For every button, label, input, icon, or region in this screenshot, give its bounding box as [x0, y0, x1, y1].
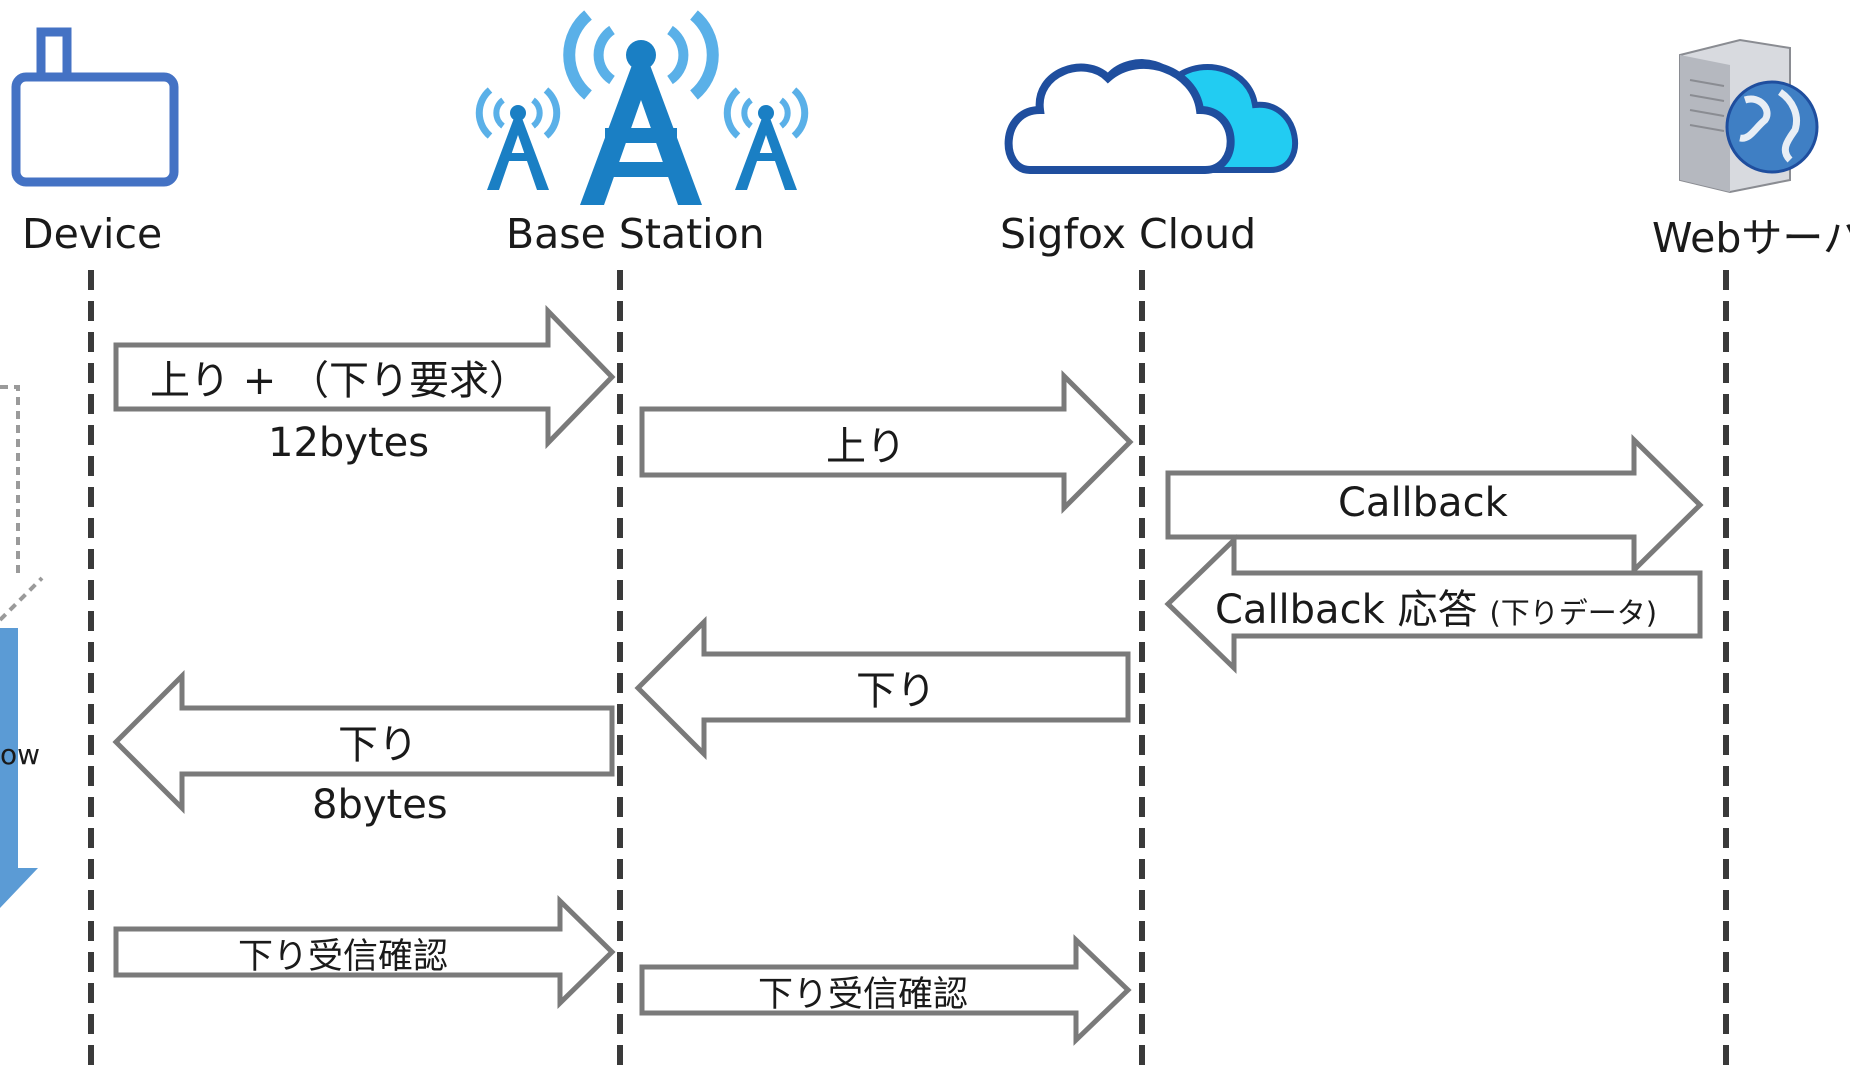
device-icon: [11, 27, 179, 187]
callback-arrow: [1165, 434, 1704, 576]
cloud-icon: [1004, 59, 1298, 174]
flow-indicator: [0, 385, 44, 908]
ack-device-label: 下り受信確認: [238, 937, 449, 977]
base-station-tower-icon: [475, 10, 809, 205]
uplink-request-label: 上り + （下り要求）: [150, 358, 529, 404]
ack-station-arrow: [639, 934, 1132, 1046]
side-note-text: ow: [0, 738, 41, 771]
callback-response-text: Callback 応答 (下りデータ): [1215, 577, 1657, 635]
base-station-label: Base Station: [506, 210, 765, 258]
uplink-relay-label: 上り: [826, 424, 906, 470]
downlink-device-arrow: [112, 669, 615, 815]
downlink-device-size: 8bytes: [312, 782, 448, 828]
web-server-icon: [1679, 38, 1819, 194]
sigfox-cloud-label: Sigfox Cloud: [1000, 210, 1257, 258]
device-label: Device: [22, 210, 163, 258]
callback-label: Callback: [1338, 480, 1508, 526]
callback-response-sub: (下りデータ): [1489, 596, 1658, 630]
downlink-cloud-label: 下り: [856, 668, 936, 714]
callback-response-arrow: [1164, 534, 1703, 674]
ack-device-arrow: [113, 895, 616, 1009]
uplink-request-size: 12bytes: [268, 420, 430, 466]
ack-station-label: 下り受信確認: [758, 975, 969, 1015]
lifelines: [88, 270, 1729, 1076]
uplink-request-arrow: [113, 304, 616, 450]
web-server-label: Webサーバ: [1652, 214, 1850, 262]
downlink-cloud-arrow: [634, 615, 1131, 761]
callback-response-label: Callback 応答: [1215, 587, 1478, 633]
uplink-relay-arrow: [639, 369, 1134, 515]
downlink-device-label: 下り: [338, 722, 418, 768]
